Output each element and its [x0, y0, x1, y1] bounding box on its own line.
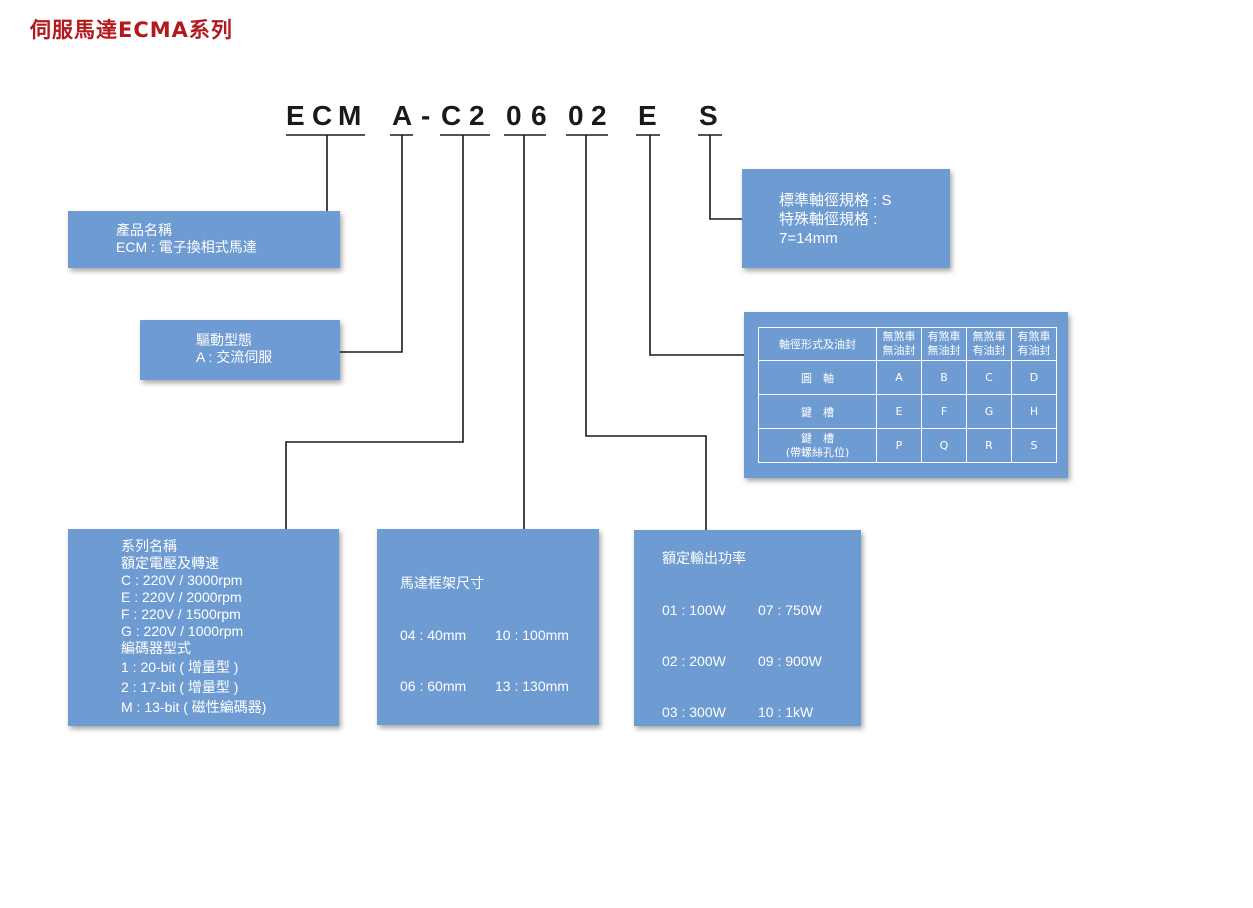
- product-name-value: ECM : 電子換相式馬達: [116, 239, 257, 255]
- rated-power-item: 01 : 100W: [662, 602, 726, 618]
- table-cell: G: [966, 394, 1012, 429]
- row-label-note: (帶螺絲孔位): [785, 445, 850, 459]
- header-col1-line1: 無煞車: [882, 330, 916, 343]
- frame-size-item: 08 : 80mm: [400, 729, 467, 745]
- row-label: 鍵 槽: [801, 431, 834, 445]
- product-name-box: 產品名稱 ECM : 電子換相式馬達: [68, 211, 340, 268]
- code-char-frame-1: 0: [506, 100, 522, 131]
- rated-power-box: 額定輸出功率 01 : 100W 02 : 200W 03 : 300W 04 …: [634, 530, 861, 873]
- table-cell: B: [921, 360, 967, 395]
- series-line: 1 : 20-bit ( 增量型 ): [121, 659, 239, 675]
- frame-size-item: 18 : 180mm: [495, 729, 569, 745]
- shaft-size-box: 標準軸徑規格 : S 特殊軸徑規格 : 7=14mm: [742, 169, 950, 268]
- frame-size-item: 10 : 100mm: [495, 627, 569, 643]
- table-cell: Q: [921, 428, 967, 463]
- shaft-size-special: 特殊軸徑規格 :: [779, 211, 878, 228]
- code-char-m: M: [338, 100, 362, 131]
- frame-size-item: 06 : 60mm: [400, 678, 467, 694]
- code-char-a: A: [392, 100, 413, 131]
- series-line: E : 220V / 2000rpm: [121, 589, 242, 605]
- shaft-size-standard: 標準軸徑規格 : S: [779, 192, 892, 209]
- rated-power-item: 15 : 1.5kW: [758, 755, 825, 771]
- rated-power-title: 額定輸出功率: [662, 550, 746, 566]
- series-line: 2 : 17-bit ( 增量型 ): [121, 679, 239, 695]
- code-char-encoder: 2: [469, 100, 485, 131]
- drive-type-value: A : 交流伺服: [196, 349, 273, 365]
- series-line: 額定電壓及轉速: [121, 555, 219, 571]
- rated-power-item: 30 : 3kW: [758, 857, 814, 873]
- rated-power-item: 06 : 600W: [662, 857, 726, 873]
- code-char-frame-2: 6: [531, 100, 547, 131]
- code-char-power-1: 0: [568, 100, 584, 131]
- header-col4-line1: 有煞車: [1017, 330, 1051, 343]
- series-line: M : 13-bit ( 磁性編碼器): [121, 699, 267, 715]
- table-cell: D: [1011, 360, 1057, 395]
- frame-size-item: 09 : 86mm: [400, 780, 467, 796]
- shaft-size-value: 7=14mm: [779, 230, 838, 247]
- code-char-power-2: 2: [591, 100, 607, 131]
- table-cell: H: [1011, 394, 1057, 429]
- table-cell: A: [876, 360, 922, 395]
- rated-power-item: 03 : 300W: [662, 704, 726, 720]
- series-box: 系列名稱 額定電壓及轉速 C : 220V / 3000rpm E : 220V…: [68, 529, 339, 726]
- page-title: 伺服馬達ECMA系列: [30, 18, 233, 42]
- table-cell: F: [921, 394, 967, 429]
- series-line: 系列名稱: [121, 538, 177, 554]
- connector-lines: [285, 134, 744, 530]
- shaft-table-header: 軸徑形式及油封: [758, 327, 877, 361]
- shaft-type-table: 軸徑形式及油封 無煞車無油封 有煞車無油封 無煞車有油封 有煞車有油封 圓 軸 …: [758, 327, 1057, 463]
- header-col2-line1: 有煞車: [927, 330, 961, 343]
- series-line: C : 220V / 3000rpm: [121, 572, 243, 588]
- series-line: F : 220V / 1500rpm: [121, 606, 241, 622]
- table-row: 鍵 槽(帶螺絲孔位) P Q R S: [758, 428, 1057, 463]
- header-col3-line2: 有油封: [972, 344, 1006, 357]
- row-label: 圓 軸: [758, 360, 877, 395]
- series-line: 編碼器型式: [121, 640, 191, 656]
- table-cell: C: [966, 360, 1012, 395]
- rated-power-item: 05 : 500W: [662, 806, 726, 822]
- table-cell: P: [876, 428, 922, 463]
- table-row: 圓 軸 A B C D: [758, 360, 1057, 395]
- code-char-shaft-size: S: [699, 100, 718, 131]
- drive-type-box: 驅動型態 A : 交流伺服: [140, 320, 340, 380]
- rated-power-item: 09 : 900W: [758, 653, 822, 669]
- table-cell: E: [876, 394, 922, 429]
- frame-size-box: 馬達框架尺寸 04 : 40mm 06 : 60mm 08 : 80mm 09 …: [377, 529, 599, 796]
- rated-power-item: 02 : 200W: [662, 653, 726, 669]
- header-col4-line2: 有油封: [1017, 344, 1051, 357]
- table-cell: S: [1011, 428, 1057, 463]
- code-char-e: E: [286, 100, 305, 131]
- code-char-shaft: E: [638, 100, 657, 131]
- table-cell: R: [966, 428, 1012, 463]
- rated-power-item: 20 : 2kW: [758, 806, 814, 822]
- frame-size-item: 13 : 130mm: [495, 678, 569, 694]
- header-col2-line2: 無油封: [927, 344, 961, 357]
- frame-size-title: 馬達框架尺寸: [400, 575, 484, 591]
- code-char-series: C: [441, 100, 462, 131]
- rated-power-item: 07 : 750W: [758, 602, 822, 618]
- table-row: 鍵 槽 E F G H: [758, 394, 1057, 429]
- code-char-c: C: [312, 100, 333, 131]
- row-label: 鍵 槽: [758, 394, 877, 429]
- product-name-label: 產品名稱: [116, 222, 172, 238]
- drive-type-label: 驅動型態: [196, 332, 252, 348]
- code-char-dash: -: [421, 100, 431, 131]
- header-col1-line2: 無油封: [882, 344, 916, 357]
- frame-size-item: 04 : 40mm: [400, 627, 467, 643]
- series-line: G : 220V / 1000rpm: [121, 623, 244, 639]
- rated-power-item: 04 : 400W: [662, 755, 726, 771]
- rated-power-item: 10 : 1kW: [758, 704, 814, 720]
- header-col3-line1: 無煞車: [972, 330, 1006, 343]
